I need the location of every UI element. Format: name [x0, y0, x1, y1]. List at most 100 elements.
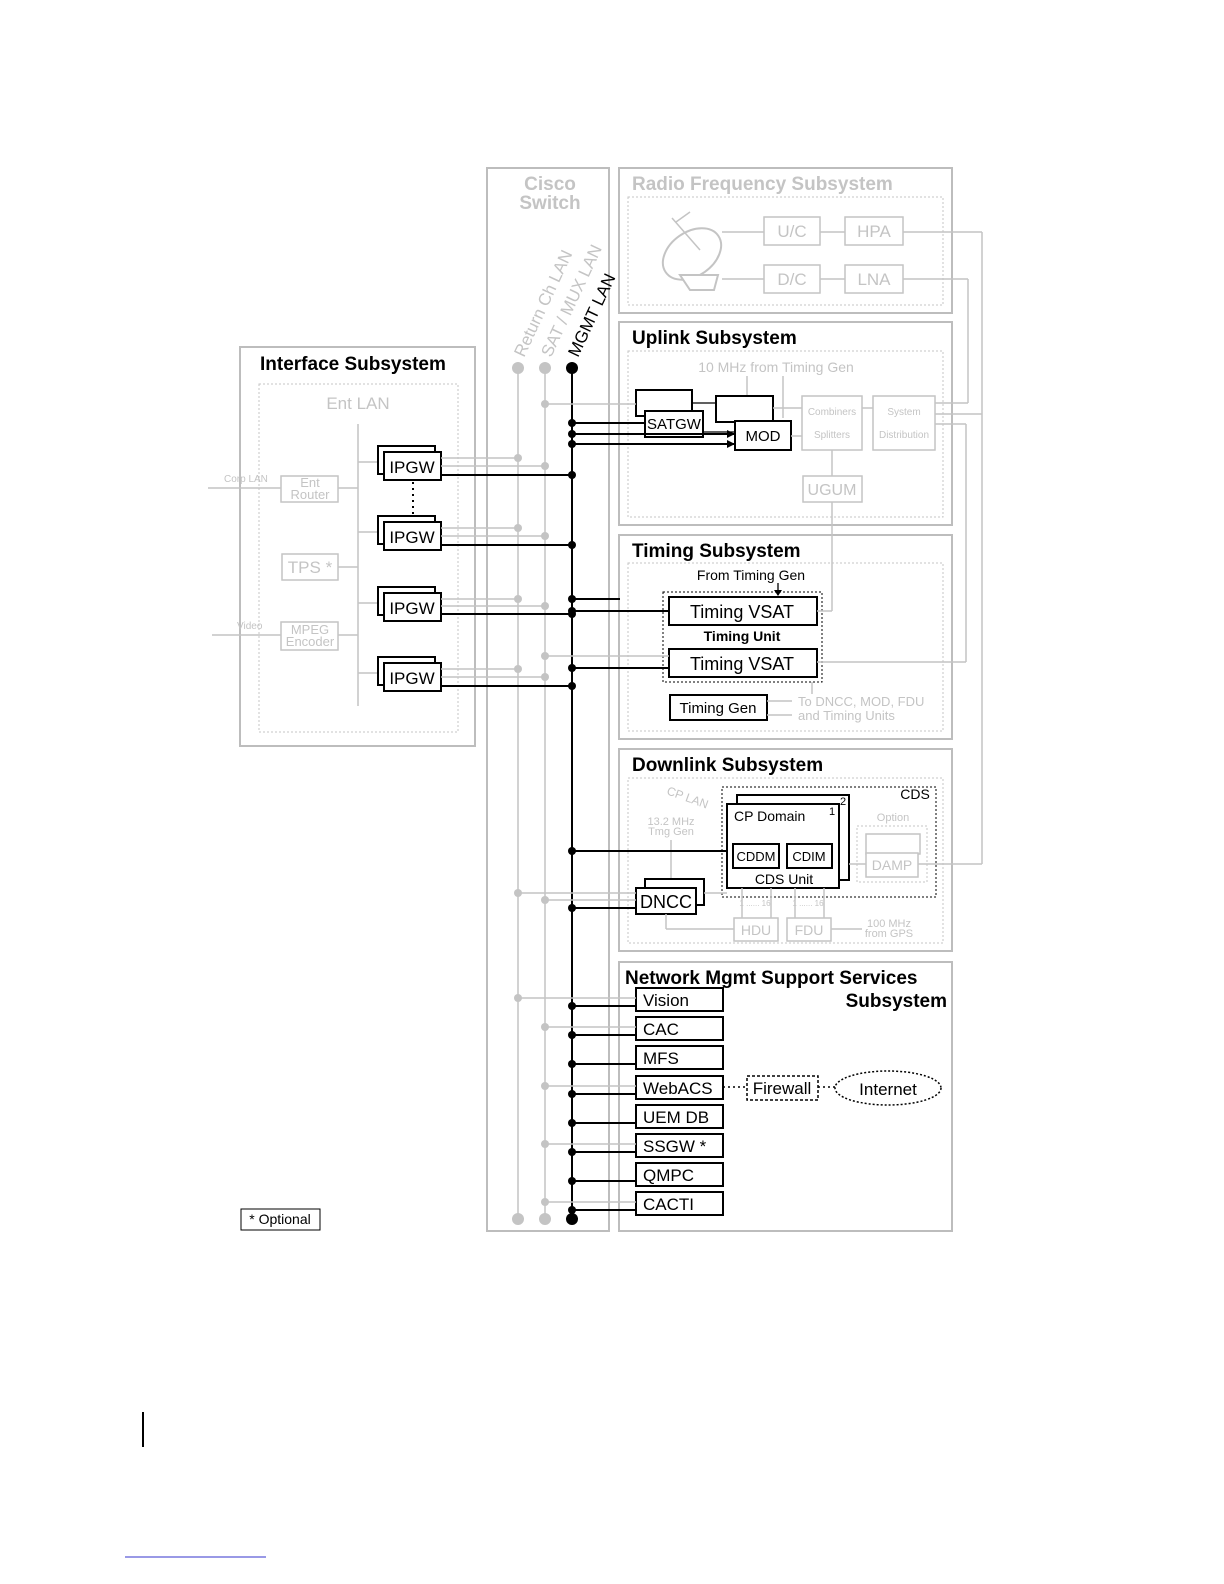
timing-to-label-2: and Timing Units — [798, 708, 895, 723]
internet-cloud — [834, 1070, 942, 1106]
timing-vsat-2-label: Timing VSAT — [690, 654, 794, 674]
cisco-switch: Cisco Switch Return Ch LAN SAT / MUX LAN… — [486, 167, 619, 1232]
ipgw-label-2: IPGW — [389, 528, 434, 547]
cdim-label: CDIM — [792, 849, 825, 864]
ipgw-label-1: IPGW — [389, 458, 434, 477]
nmss-title-2: Subsystem — [846, 991, 947, 1012]
splitters-label: Splitters — [814, 430, 850, 441]
junction-dot — [568, 682, 576, 690]
junction-dot — [568, 1119, 576, 1127]
mpeg-label-1: MPEG — [291, 622, 329, 637]
junction-dots — [514, 400, 576, 1214]
junction-dot — [541, 673, 549, 681]
junction-dot — [568, 904, 576, 912]
junction-dot — [541, 1140, 549, 1148]
hdu-label: HDU — [741, 922, 771, 938]
interface-subsystem: Interface Subsystem Ent LAN Corp LAN Ent… — [208, 346, 476, 747]
nmss-item-label: MFS — [643, 1049, 679, 1068]
option-label: Option — [877, 812, 909, 824]
ipgw-2: IPGW — [358, 515, 442, 551]
junction-dot — [568, 610, 576, 618]
ipgw-label-4: IPGW — [389, 669, 434, 688]
ent-lan-label: Ent LAN — [326, 394, 389, 413]
timing-unit-label: Timing Unit — [704, 628, 781, 644]
nmss-item-label: CACTI — [643, 1195, 694, 1214]
corp-lan-label: Corp LAN — [224, 474, 268, 485]
junction-dot — [568, 595, 576, 603]
timing-subsystem: Timing Subsystem From Timing Gen Timing … — [618, 424, 967, 740]
downlink-subsystem: Downlink Subsystem CP LAN CDS 2 1 CP Dom… — [618, 414, 983, 952]
junction-dot — [541, 400, 549, 408]
switch-title-2: Switch — [519, 193, 580, 214]
timing-title: Timing Subsystem — [632, 541, 801, 562]
junction-dot — [541, 1023, 549, 1031]
dc-label: D/C — [777, 270, 806, 289]
junction-dot — [568, 1031, 576, 1039]
dncc-label: DNCC — [640, 892, 692, 912]
junction-dot — [541, 532, 549, 540]
mod-label: MOD — [746, 428, 781, 445]
from-timing-gen-label: From Timing Gen — [697, 567, 805, 583]
uplink-timing-note: 10 MHz from Timing Gen — [698, 359, 854, 375]
lna-label: LNA — [857, 270, 891, 289]
junction-dot — [568, 1148, 576, 1156]
downlink-title: Downlink Subsystem — [632, 755, 823, 776]
timing-gen-label: Timing Gen — [680, 700, 757, 717]
junction-dot — [541, 602, 549, 610]
junction-dot — [514, 524, 522, 532]
mhz-label-1: 13.2 MHz — [647, 816, 694, 828]
internet-label: Internet — [859, 1080, 917, 1099]
cp-domain-index-1: 1 — [829, 806, 835, 818]
optional-note: * Optional — [249, 1211, 310, 1227]
fdu-label: FDU — [795, 922, 824, 938]
uplink-title: Uplink Subsystem — [632, 328, 797, 349]
uc-label: U/C — [777, 222, 806, 241]
nmss-item-box — [635, 1133, 724, 1158]
interface-title: Interface Subsystem — [260, 354, 446, 375]
nmss-item-box — [635, 1162, 724, 1187]
nmss-item-label: CAC — [643, 1020, 679, 1039]
junction-dot — [541, 1082, 549, 1090]
nmss-item-label: SSGW * — [643, 1137, 707, 1156]
tps-label: TPS * — [288, 558, 333, 577]
nmss-item-label: QMPC — [643, 1166, 694, 1185]
timing-to-label-1: To DNCC, MOD, FDU — [798, 694, 924, 709]
junction-dot — [568, 430, 576, 438]
ugum-label: UGUM — [808, 482, 857, 499]
nmss-item-box — [635, 1104, 724, 1129]
distribution-label: Distribution — [879, 430, 929, 441]
nmss-item-label: WebACS — [643, 1079, 713, 1098]
nmss-item-box — [635, 987, 724, 1012]
wiring — [441, 403, 735, 909]
junction-dot — [541, 896, 549, 904]
nmss-title-1: Network Mgmt Support Services — [625, 968, 917, 989]
cp-domain-label: CP Domain — [734, 808, 805, 824]
rf-subsystem: Radio Frequency Subsystem U/C HPA D/C LN… — [618, 167, 983, 414]
junction-dot — [514, 889, 522, 897]
switch-title-1: Cisco — [524, 174, 576, 195]
mhz-label-2: Tmg Gen — [648, 826, 694, 838]
ipgw-label-3: IPGW — [389, 599, 434, 618]
hpa-label: HPA — [857, 222, 891, 241]
nmss-item-label: UEM DB — [643, 1108, 709, 1127]
junction-dot — [514, 665, 522, 673]
junction-dot — [514, 595, 522, 603]
junction-dot — [568, 541, 576, 549]
legend: * Optional — [240, 1208, 321, 1231]
nmss-subsystem: Network Mgmt Support Services Subsystem … — [518, 961, 953, 1232]
cddm-label: CDDM — [737, 849, 776, 864]
junction-dot — [568, 1002, 576, 1010]
video-label: Video — [237, 621, 263, 632]
mpeg-label-2: Encoder — [286, 634, 335, 649]
nmss-item-box — [635, 1016, 724, 1041]
junction-dot — [568, 1177, 576, 1185]
nmss-item-box — [635, 1191, 724, 1216]
ipgw-3: IPGW — [358, 586, 442, 622]
cds-unit-label: CDS Unit — [755, 871, 813, 887]
ipgw-4: IPGW — [358, 656, 442, 692]
junction-dot — [541, 462, 549, 470]
rf-title: Radio Frequency Subsystem — [632, 174, 893, 195]
junction-dot — [568, 419, 576, 427]
